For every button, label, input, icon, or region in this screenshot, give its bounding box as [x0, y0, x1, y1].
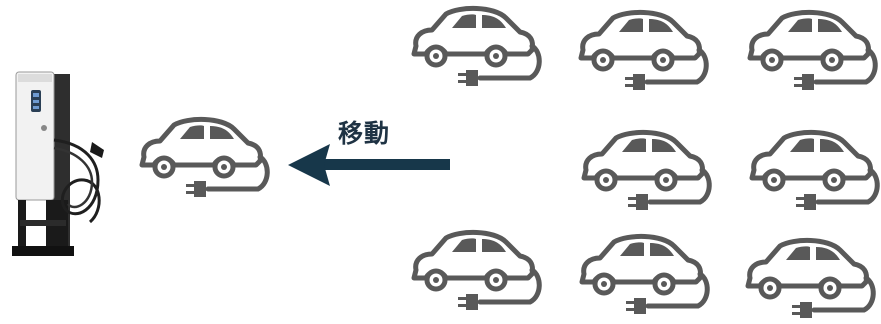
ev-car-with-plug-icon	[411, 229, 542, 310]
ev-car-with-plug-icon	[411, 5, 542, 86]
ev-charging-station-icon	[12, 71, 104, 256]
ev-car-with-plug-icon	[581, 129, 712, 210]
ev-car-with-plug-icon	[747, 9, 878, 90]
ev-car-with-plug-icon	[139, 116, 270, 197]
ev-car-with-plug-icon	[745, 237, 876, 318]
ev-car-with-plug-icon	[579, 233, 710, 314]
move-label: 移動	[338, 119, 391, 148]
left-arrow-icon	[288, 144, 450, 186]
ev-car-with-plug-icon	[578, 9, 709, 90]
ev-car-with-plug-icon	[749, 129, 880, 210]
